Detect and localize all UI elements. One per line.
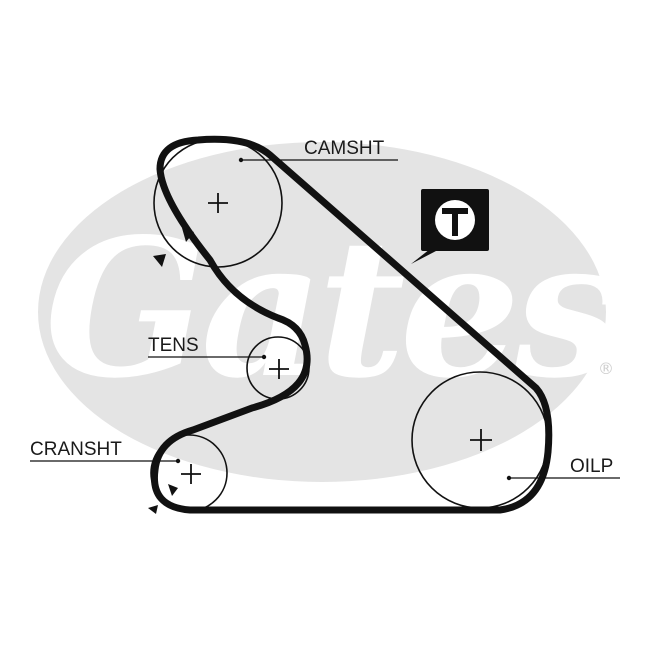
rotation-arrow-icon [168, 484, 178, 496]
crankshaft-leader [30, 458, 181, 464]
camshaft-leader [238, 157, 398, 163]
tensioner-marker-letter: T [446, 205, 463, 236]
rotation-arrow-icon [153, 254, 166, 267]
tensioner-leader [148, 354, 267, 360]
tensioner-marker-icon: T [411, 189, 489, 264]
camshaft-center-icon [208, 193, 228, 213]
oil-pump-center-icon [470, 429, 492, 451]
rotation-arrow-icon [148, 505, 158, 514]
pulley-centers [181, 193, 492, 484]
crankshaft-center-icon [181, 464, 201, 484]
oil-pump-leader [506, 475, 620, 481]
registered-mark: ® [598, 359, 614, 378]
oil-pump-label: OILP [570, 456, 613, 477]
crankshaft-label: CRANSHT [30, 439, 122, 460]
timing-belt [150, 135, 553, 514]
leader-lines [30, 157, 620, 481]
rotation-arrow-icon [182, 228, 194, 242]
gates-logo-watermark: Gates ® [38, 142, 625, 482]
t-glyph-stem [452, 208, 458, 236]
camshaft-label: CAMSHT [304, 138, 385, 159]
tensioner-center-icon [269, 359, 289, 379]
direction-arrows [148, 228, 194, 514]
tensioner-label: TENS [148, 335, 199, 356]
